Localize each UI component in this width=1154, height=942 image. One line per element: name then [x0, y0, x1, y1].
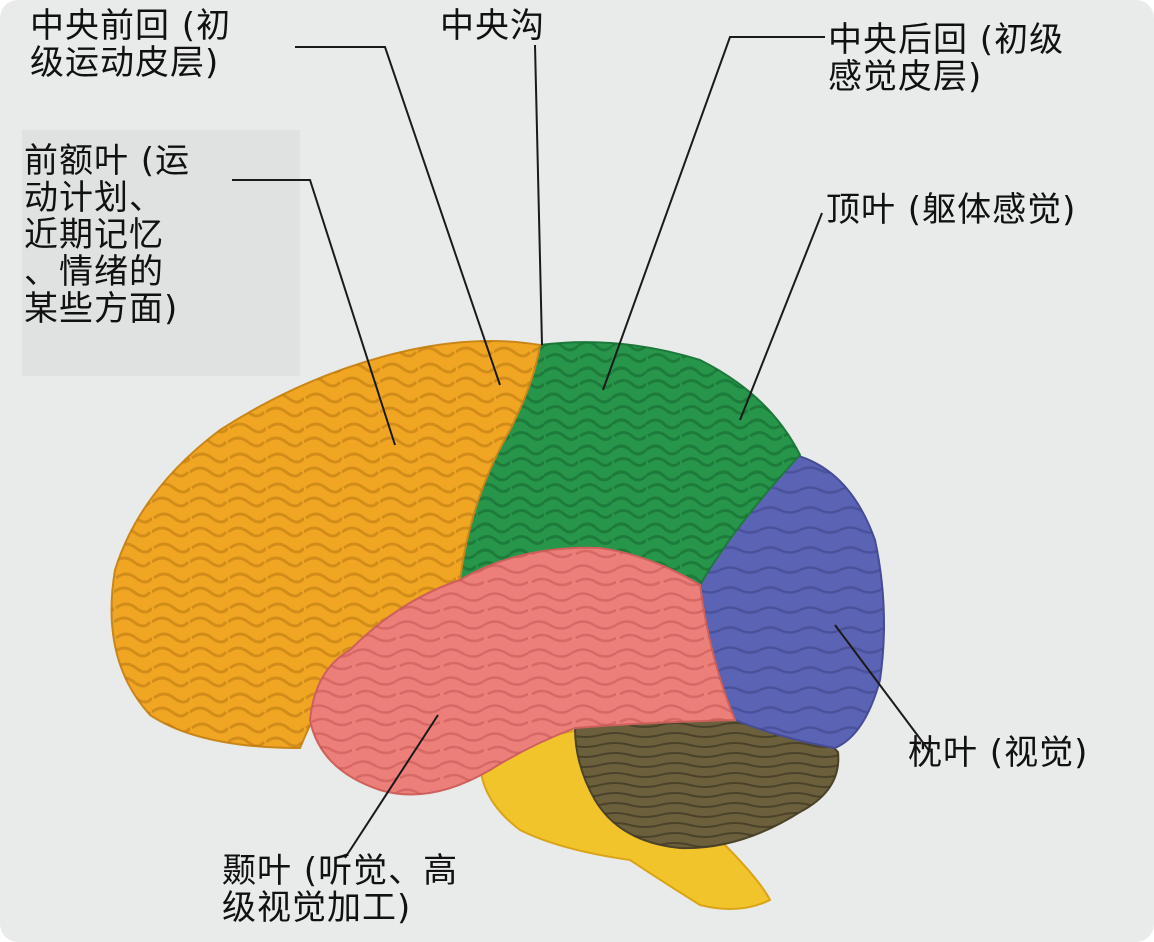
leader-line-occipital [834, 624, 931, 753]
label-parietal-lobe: 顶叶 (躯体感觉) [826, 190, 1077, 230]
leader-line-precentral [295, 46, 501, 386]
label-postcentral-gyrus: 中央后回 (初级 感觉皮层) [828, 20, 1065, 97]
cerebellum [573, 715, 840, 850]
leader-line-frontal [232, 179, 396, 446]
label-background [22, 130, 300, 376]
label-occipital-lobe: 枕叶 (视觉) [908, 733, 1089, 773]
leader-line-central-sulcus [534, 44, 543, 346]
label-central-sulcus: 中央沟 [440, 6, 545, 46]
parietal-lobe [458, 341, 802, 587]
leader-line-temporal [344, 714, 439, 859]
leader-line-postcentral [602, 36, 825, 391]
leader-lines [232, 36, 931, 859]
temporal-lobe [308, 546, 737, 796]
leader-line-parietal [739, 212, 823, 421]
label-frontal-lobe: 前额叶 (运 动计划、 近期记忆 、情绪的 某些方面) [24, 141, 191, 329]
label-temporal-lobe: 颞叶 (听觉、高 级视觉加工) [222, 851, 459, 928]
label-precentral-gyrus: 中央前回 (初 级运动皮层) [30, 6, 232, 83]
frontal-lobe [110, 340, 542, 750]
